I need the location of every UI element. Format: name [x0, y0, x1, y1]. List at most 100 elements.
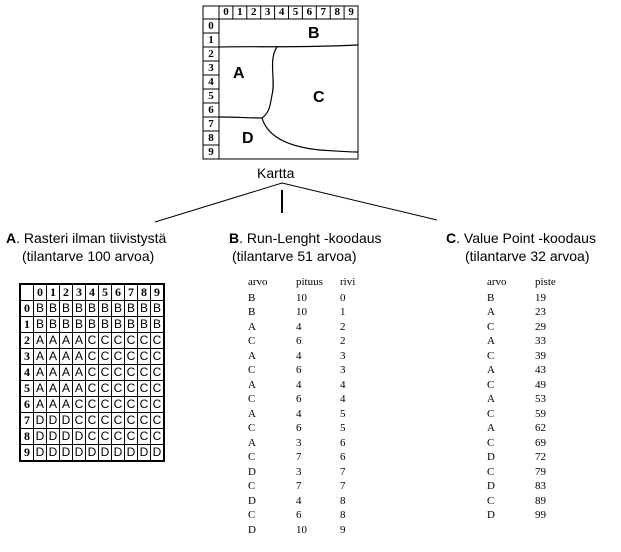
run-length-cell: D — [248, 523, 256, 536]
value-point-cell: C — [487, 436, 495, 449]
map-col-header: 1 — [237, 6, 243, 18]
raster-cell: C — [85, 396, 99, 413]
raster-cell: C — [124, 396, 138, 413]
raster-cell: C — [98, 412, 112, 429]
raster-cell: A — [59, 348, 73, 365]
map-diagram — [154, 5, 438, 223]
raster-cell: D — [33, 444, 47, 462]
map-col-header: 0 — [223, 6, 229, 18]
map-row-header: 2 — [208, 48, 214, 60]
raster-cell: D — [46, 444, 60, 462]
raster-cell: C — [85, 380, 99, 397]
run-length-cell: A — [248, 349, 256, 362]
run-length-cell: C — [248, 509, 256, 521]
raster-cell: B — [46, 316, 60, 333]
raster-corner-cell — [19, 283, 34, 301]
run-length-cell: A — [248, 436, 256, 449]
raster-cell: B — [137, 316, 151, 333]
run-length-cell: 6 — [296, 364, 302, 376]
raster-cell: C — [85, 364, 99, 381]
value-point-cell: 53 — [535, 393, 546, 405]
value-point-cell: C — [487, 320, 495, 333]
section-c-title: C. Value Point -koodaus — [446, 230, 596, 246]
raster-cell: A — [46, 348, 60, 365]
map-col-header: 3 — [264, 6, 271, 18]
run-length-cell: 4 — [340, 378, 346, 391]
value-point-header-cell: arvo — [487, 276, 507, 288]
value-point-cell: D — [487, 480, 495, 492]
map-row-separators — [203, 32, 219, 146]
raster-cell: B — [98, 316, 112, 333]
run-length-cell: 3 — [296, 465, 302, 478]
raster-row-header: 0 — [19, 300, 34, 317]
raster-cell: A — [46, 364, 60, 381]
raster-cell: A — [33, 348, 47, 365]
value-point-cell: 23 — [535, 306, 546, 318]
raster-cell: A — [33, 396, 47, 413]
raster-cell: C — [98, 380, 112, 397]
run-length-cell: A — [248, 407, 256, 420]
value-point-cell: 59 — [535, 407, 546, 420]
raster-cell: B — [59, 300, 73, 317]
raster-cell: B — [85, 300, 99, 317]
raster-cell: B — [124, 300, 138, 317]
section-a-subtitle: (tilantarve 100 arvoa) — [22, 248, 155, 264]
run-length-cell: B — [248, 306, 256, 318]
raster-cell: C — [111, 348, 125, 365]
run-length-cell: 7 — [340, 465, 346, 478]
run-length-cell: 10 — [296, 523, 307, 536]
map-row-header: 4 — [208, 76, 214, 88]
value-point-cell: 79 — [535, 465, 546, 478]
map-col-header: 6 — [306, 6, 313, 18]
value-point-cell: C — [487, 378, 495, 391]
raster-cell: C — [150, 380, 165, 397]
section-a-title-text: . Rasteri ilman tiivistystä — [16, 230, 167, 246]
run-length-cell: C — [248, 480, 256, 492]
value-point-cell: 43 — [535, 364, 546, 376]
value-point-cell: D — [487, 509, 495, 521]
run-length-cell: C — [248, 335, 256, 347]
run-length-cell: 4 — [296, 407, 302, 420]
value-point-cell: C — [487, 465, 495, 478]
raster-cell: A — [33, 364, 47, 381]
raster-cell: C — [137, 412, 151, 429]
run-length-cell: 3 — [340, 349, 346, 362]
run-length-cell: 2 — [340, 320, 346, 333]
region-label-d: D — [242, 130, 254, 147]
raster-cell: C — [98, 332, 112, 349]
raster-cell: C — [150, 364, 165, 381]
value-point-cell: D — [487, 451, 495, 463]
map-row-header: 9 — [208, 146, 214, 158]
map-row-header: 0 — [208, 20, 214, 32]
value-point-cell: A — [487, 364, 495, 376]
run-length-cell: B — [248, 291, 256, 304]
run-length-cell: 9 — [340, 523, 346, 536]
region-label-c: C — [313, 89, 325, 106]
raster-cell: D — [124, 444, 138, 462]
raster-cell: C — [124, 332, 138, 349]
raster-cell: D — [111, 444, 125, 462]
section-b-title: B. Run-Lenght -koodaus — [229, 230, 382, 246]
value-point-cell: 83 — [535, 480, 546, 492]
map-col-header: 8 — [334, 6, 340, 18]
raster-cell: C — [150, 332, 165, 349]
raster-row-header: 8 — [19, 428, 34, 445]
raster-cell: D — [59, 412, 73, 429]
run-length-cell: 8 — [340, 494, 346, 507]
raster-cell: C — [85, 332, 99, 349]
raster-row-header: 4 — [19, 364, 34, 381]
raster-cell: C — [150, 412, 165, 429]
raster-cell: D — [72, 444, 86, 462]
map-col-header: 2 — [251, 6, 257, 18]
map-row-header: 7 — [208, 118, 214, 130]
value-point-cell: 49 — [535, 378, 546, 391]
connector-c — [281, 182, 438, 221]
connector-a — [154, 182, 283, 223]
run-length-header-cell: pituus — [296, 276, 323, 288]
